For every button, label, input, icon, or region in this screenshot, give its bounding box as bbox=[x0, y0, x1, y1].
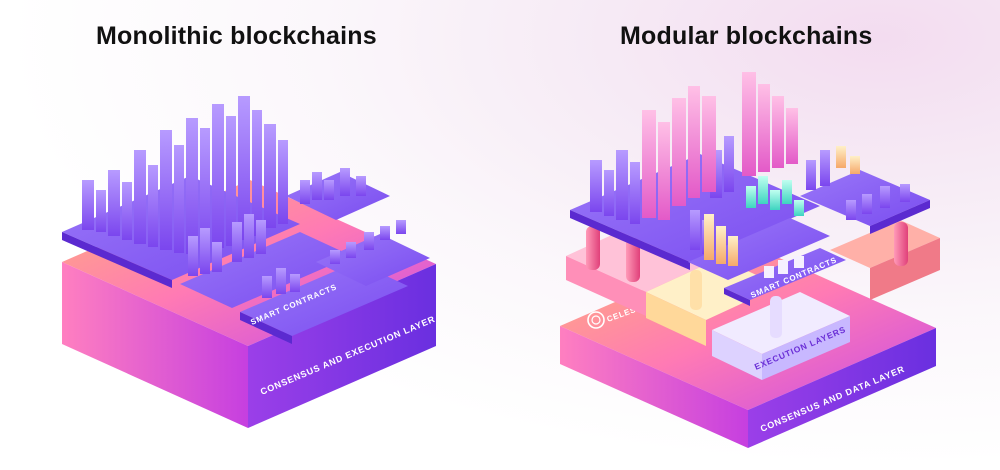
modular-buildings-peach bbox=[704, 146, 860, 266]
modular-pillars bbox=[586, 222, 908, 338]
execution-layers-block-peach bbox=[646, 258, 780, 320]
modular-platform-main bbox=[570, 154, 820, 262]
execution-layers-block-coral bbox=[830, 220, 940, 268]
monolithic-platform-d bbox=[316, 234, 430, 286]
monolithic-stack: CONSENSUS AND EXECUTION LAYER SMART CONT… bbox=[62, 96, 437, 428]
monolithic-platform-a bbox=[180, 232, 352, 308]
modular-buildings-pink bbox=[642, 72, 798, 220]
monolithic-base-left-face bbox=[62, 262, 248, 428]
monolithic-buildings bbox=[82, 96, 406, 298]
modular-buildings-white bbox=[764, 256, 804, 278]
modular-stack: CONSENSUS AND DATA LAYER CELESTIA EXECUT… bbox=[560, 72, 940, 448]
execution-layers-block-pink bbox=[566, 222, 720, 292]
modular-base-left-face bbox=[560, 326, 748, 448]
monolithic-title: Monolithic blockchains bbox=[96, 22, 377, 50]
modular-platform-a bbox=[688, 218, 830, 280]
modular-title: Modular blockchains bbox=[620, 22, 873, 50]
modular-buildings-mint bbox=[746, 176, 804, 216]
modular-base-right-face bbox=[748, 328, 936, 448]
monolithic-base-right-face bbox=[248, 264, 436, 428]
